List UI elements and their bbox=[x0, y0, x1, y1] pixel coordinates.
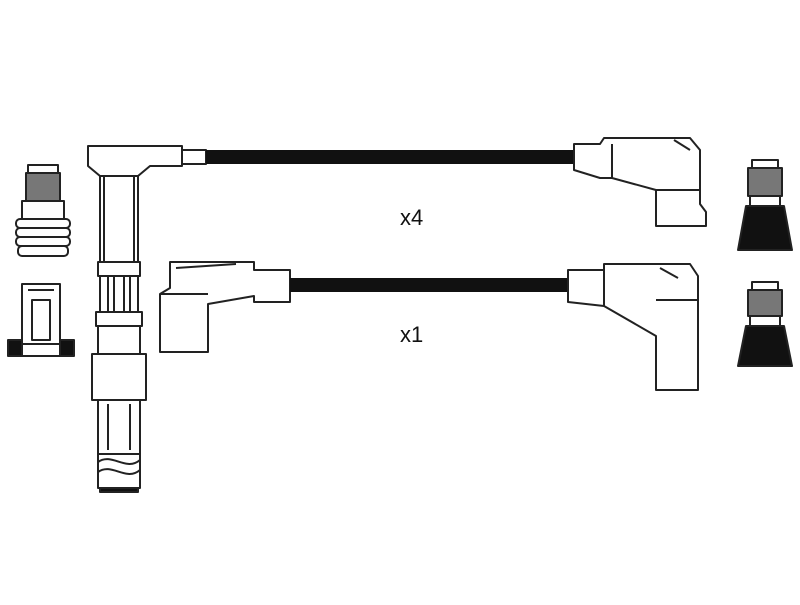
quantity-label-top: x4 bbox=[400, 205, 424, 230]
spark-plug-lead-short bbox=[159, 261, 699, 391]
plug-terminal-dark-top bbox=[737, 159, 793, 251]
quantity-label-bottom: x1 bbox=[400, 322, 424, 347]
connector-terminal-base bbox=[7, 283, 75, 357]
plug-terminal-dark-bottom bbox=[737, 281, 793, 367]
spark-plug-lead-long bbox=[87, 137, 707, 493]
connector-terminal-boot bbox=[15, 164, 71, 257]
